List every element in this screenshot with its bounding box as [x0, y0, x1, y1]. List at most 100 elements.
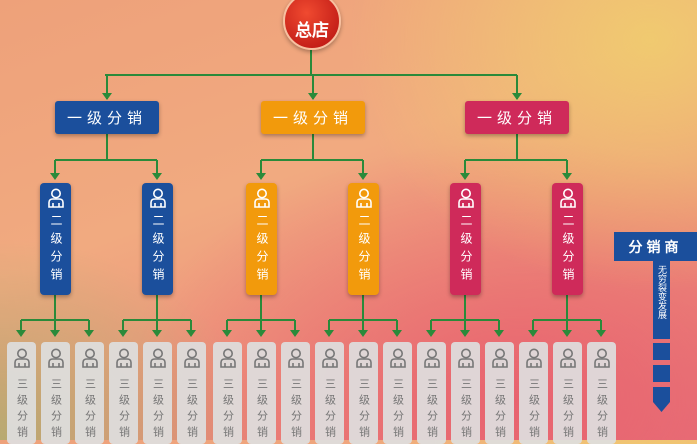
- arrow-head: [562, 173, 572, 180]
- arrow-head: [222, 330, 232, 337]
- person-icon: [115, 348, 132, 368]
- level2-node: 二级分销: [246, 183, 277, 295]
- level3-node: 三级分销: [349, 342, 378, 444]
- level2-label: 二级分销: [151, 214, 165, 286]
- person-icon: [525, 348, 542, 368]
- arrow-head: [494, 330, 504, 337]
- sidebar-subtitle: 无穷裂变发展: [653, 261, 670, 339]
- level3-label: 三级分销: [527, 378, 541, 442]
- person-icon: [389, 348, 406, 368]
- person-icon: [47, 348, 64, 368]
- person-icon: [183, 348, 200, 368]
- arrow-head: [152, 173, 162, 180]
- level2-label: 二级分销: [49, 214, 63, 286]
- arrow-head: [186, 330, 196, 337]
- arrow-head: [324, 330, 334, 337]
- arrow-head: [50, 330, 60, 337]
- level1-node-2: 一级分销: [261, 101, 365, 134]
- person-icon: [355, 188, 372, 208]
- arrow-head: [596, 330, 606, 337]
- level2-label: 二级分销: [357, 214, 371, 286]
- person-icon: [253, 348, 270, 368]
- sidebar-block: [653, 365, 670, 382]
- person-icon: [149, 188, 166, 208]
- level2-label: 二级分销: [255, 214, 269, 286]
- level3-node: 三级分销: [281, 342, 310, 444]
- arrow-head: [118, 330, 128, 337]
- person-icon: [559, 188, 576, 208]
- level2-node: 二级分销: [40, 183, 71, 295]
- person-icon: [47, 188, 64, 208]
- level3-node: 三级分销: [7, 342, 36, 444]
- level3-node: 三级分销: [451, 342, 480, 444]
- level1-label: 一级分销: [272, 109, 353, 127]
- level3-label: 三级分销: [221, 378, 235, 442]
- arrow-head: [84, 330, 94, 337]
- person-icon: [491, 348, 508, 368]
- level3-node: 三级分销: [143, 342, 172, 444]
- sidebar-arrow: [653, 387, 670, 412]
- arrow-head: [392, 330, 402, 337]
- level2-label: 二级分销: [561, 214, 575, 286]
- person-icon: [559, 348, 576, 368]
- level2-node: 二级分销: [142, 183, 173, 295]
- level3-node: 三级分销: [553, 342, 582, 444]
- level3-node: 三级分销: [485, 342, 514, 444]
- arrow-head: [426, 330, 436, 337]
- level3-label: 三级分销: [49, 378, 63, 442]
- level1-label: 一级分销: [476, 109, 557, 127]
- level3-node: 三级分销: [315, 342, 344, 444]
- level3-label: 三级分销: [255, 378, 269, 442]
- person-icon: [321, 348, 338, 368]
- level3-node: 三级分销: [417, 342, 446, 444]
- person-icon: [13, 348, 30, 368]
- person-icon: [457, 348, 474, 368]
- level3-label: 三级分销: [459, 378, 473, 442]
- arrow-head: [562, 330, 572, 337]
- arrow-head: [460, 330, 470, 337]
- level2-node: 二级分销: [348, 183, 379, 295]
- level3-label: 三级分销: [15, 378, 29, 442]
- level2-node: 二级分销: [552, 183, 583, 295]
- root-label: 总店: [295, 20, 329, 41]
- person-icon: [457, 188, 474, 208]
- person-icon: [423, 348, 440, 368]
- level3-label: 三级分销: [185, 378, 199, 442]
- level3-label: 三级分销: [151, 378, 165, 442]
- person-icon: [593, 348, 610, 368]
- level3-label: 三级分销: [391, 378, 405, 442]
- level3-node: 三级分销: [247, 342, 276, 444]
- person-icon: [81, 348, 98, 368]
- level3-label: 三级分销: [289, 378, 303, 442]
- level1-label: 一级分销: [66, 109, 147, 127]
- level3-node: 三级分销: [519, 342, 548, 444]
- level3-label: 三级分销: [425, 378, 439, 442]
- arrow-head: [290, 330, 300, 337]
- arrow-head: [16, 330, 26, 337]
- person-icon: [355, 348, 372, 368]
- level1-node-3: 一级分销: [465, 101, 569, 134]
- person-icon: [253, 188, 270, 208]
- level3-label: 三级分销: [595, 378, 609, 442]
- level3-node: 三级分销: [75, 342, 104, 444]
- level3-node: 三级分销: [383, 342, 412, 444]
- arrow-head: [528, 330, 538, 337]
- sidebar-title: 分销商: [614, 232, 697, 261]
- level3-label: 三级分销: [83, 378, 97, 442]
- level2-label: 二级分销: [459, 214, 473, 286]
- arrow-head: [102, 93, 112, 100]
- level3-node: 三级分销: [213, 342, 242, 444]
- arrow-head: [50, 173, 60, 180]
- person-icon: [149, 348, 166, 368]
- arrow-head: [256, 330, 266, 337]
- person-icon: [287, 348, 304, 368]
- root-node: 总店: [283, 0, 341, 50]
- level3-node: 三级分销: [109, 342, 138, 444]
- arrow-head: [512, 93, 522, 100]
- level3-label: 三级分销: [117, 378, 131, 442]
- arrow-head: [308, 93, 318, 100]
- level3-node: 三级分销: [177, 342, 206, 444]
- level2-node: 二级分销: [450, 183, 481, 295]
- level3-label: 三级分销: [561, 378, 575, 442]
